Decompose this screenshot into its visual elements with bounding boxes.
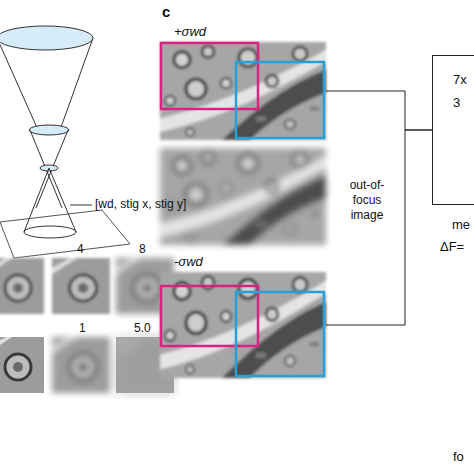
parameter-label: [wd, stig x, stig y]	[95, 198, 186, 210]
em-image-panel: +σwd	[160, 42, 326, 140]
sample-plane	[0, 205, 140, 265]
partial-text: fo	[453, 450, 464, 463]
tile-value: 4	[77, 243, 84, 255]
partial-text: ΔF=	[440, 240, 464, 253]
image-label: -σwd	[174, 254, 203, 269]
em-image-panel: out-of-focus image	[160, 148, 326, 245]
connector-line	[326, 91, 432, 130]
partial-text: me	[452, 218, 470, 231]
tile-value: 1	[79, 322, 86, 334]
tile-value: 8	[139, 243, 146, 255]
beam-cone	[0, 26, 93, 232]
connector-line	[326, 130, 432, 325]
box-text: 7x	[433, 72, 474, 87]
focus-tiles	[0, 258, 174, 393]
process-box: 7x 3	[432, 55, 474, 205]
tile-value: 5.0	[134, 322, 151, 334]
box-text: 3	[433, 95, 474, 110]
image-label: +σwd	[174, 24, 206, 39]
em-image-panel: -σwd	[160, 272, 326, 378]
panel-letter: c	[162, 4, 170, 19]
em-images	[160, 42, 474, 442]
image-label: out-of-focus image	[336, 178, 398, 223]
